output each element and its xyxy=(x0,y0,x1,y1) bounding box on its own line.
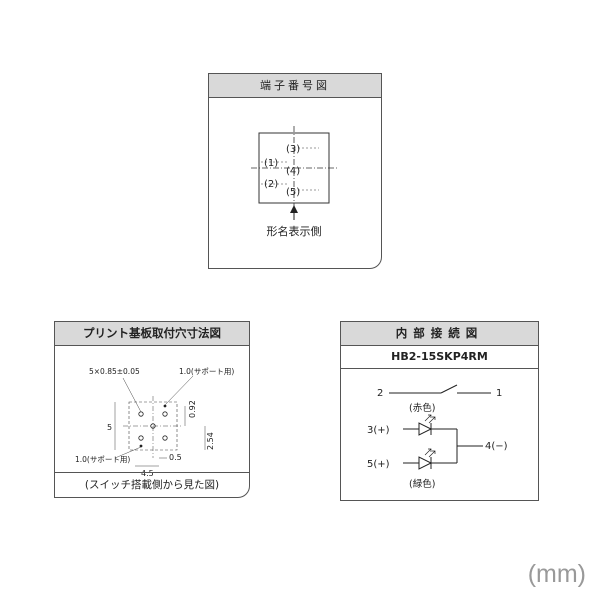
arrow-up-icon xyxy=(290,205,298,213)
led1-emission-icon xyxy=(424,414,436,424)
circuit-diagram-title: 内部接続図 xyxy=(341,322,538,346)
circuit-model-number: HB2-15SKP4RM xyxy=(341,346,538,369)
led2-emission-icon xyxy=(424,448,436,458)
unit-label: (mm) xyxy=(527,560,586,588)
terminal-label-2: (2) xyxy=(264,179,278,190)
hole-1 xyxy=(138,411,144,417)
label-support-top: 1.0(サポート用) xyxy=(179,367,234,376)
leader-support-bottom xyxy=(114,446,142,459)
terminal-label-1: (1) xyxy=(264,158,278,169)
green-label: (緑色) xyxy=(409,478,435,490)
switch-contact xyxy=(440,384,458,394)
led1-terminal: 3(+) xyxy=(367,425,390,436)
led2-diode-icon xyxy=(418,456,433,470)
terminal-diagram-title: 端子番号図 xyxy=(209,74,381,98)
red-label: (赤色) xyxy=(409,402,435,414)
label-holes: 5×0.85±0.05 xyxy=(89,367,140,376)
pcb-diagram-panel: プリント基板取付穴寸法図 5×0.85±0.05 1.0(サポート用) 1.0(… xyxy=(54,321,250,498)
pcb-diagram-title: プリント基板取付穴寸法図 xyxy=(55,322,249,346)
switch-terminal-1: 1 xyxy=(496,388,502,399)
leader-holes xyxy=(122,377,142,413)
side-label: 形名表示側 xyxy=(267,224,322,238)
terminal-diagram-drawing: (3) (1) (4) (2) (5) 形名表示側 xyxy=(251,126,337,238)
hole-3 xyxy=(150,423,156,429)
hole-4 xyxy=(138,435,144,441)
label-dim-5: 5 xyxy=(107,423,112,432)
switch-terminal-2: 2 xyxy=(377,388,383,399)
label-dim-45: 4.5 xyxy=(141,469,154,478)
common-terminal: 4(−) xyxy=(485,441,508,452)
hole-5 xyxy=(162,435,168,441)
label-dim-05: 0.5 xyxy=(169,453,182,462)
leader-support-top xyxy=(164,375,194,406)
circuit-diagram-panel: 内部接続図 HB2-15SKP4RM 2 1 (赤色) 3(+) 5(+) 4(… xyxy=(340,321,539,501)
terminal-label-3: (3) xyxy=(286,144,300,155)
terminal-label-5: (5) xyxy=(286,187,300,198)
pcb-diagram-footer: (スイッチ搭載側から見た図) xyxy=(55,472,249,497)
label-dim-092: 0.92 xyxy=(188,400,197,418)
label-dim-254: 2.54 xyxy=(206,432,215,450)
circuit-drawing: 2 1 (赤色) 3(+) 5(+) 4(−) (緑色) xyxy=(367,384,508,490)
support-hole-top xyxy=(163,404,167,408)
terminal-label-4: (4) xyxy=(286,166,300,177)
led2-terminal: 5(+) xyxy=(367,459,390,470)
support-hole-bottom xyxy=(139,444,143,448)
pcb-diagram-drawing: 5×0.85±0.05 1.0(サポート用) 1.0(サポート用) 5 0.92… xyxy=(75,367,234,478)
hole-2 xyxy=(162,411,168,417)
led1-diode-icon xyxy=(418,422,433,436)
label-support-bottom: 1.0(サポート用) xyxy=(75,455,130,464)
terminal-diagram-panel: 端子番号図 (3) (1) (4) (2) (5) 形名表示側 xyxy=(208,73,382,269)
